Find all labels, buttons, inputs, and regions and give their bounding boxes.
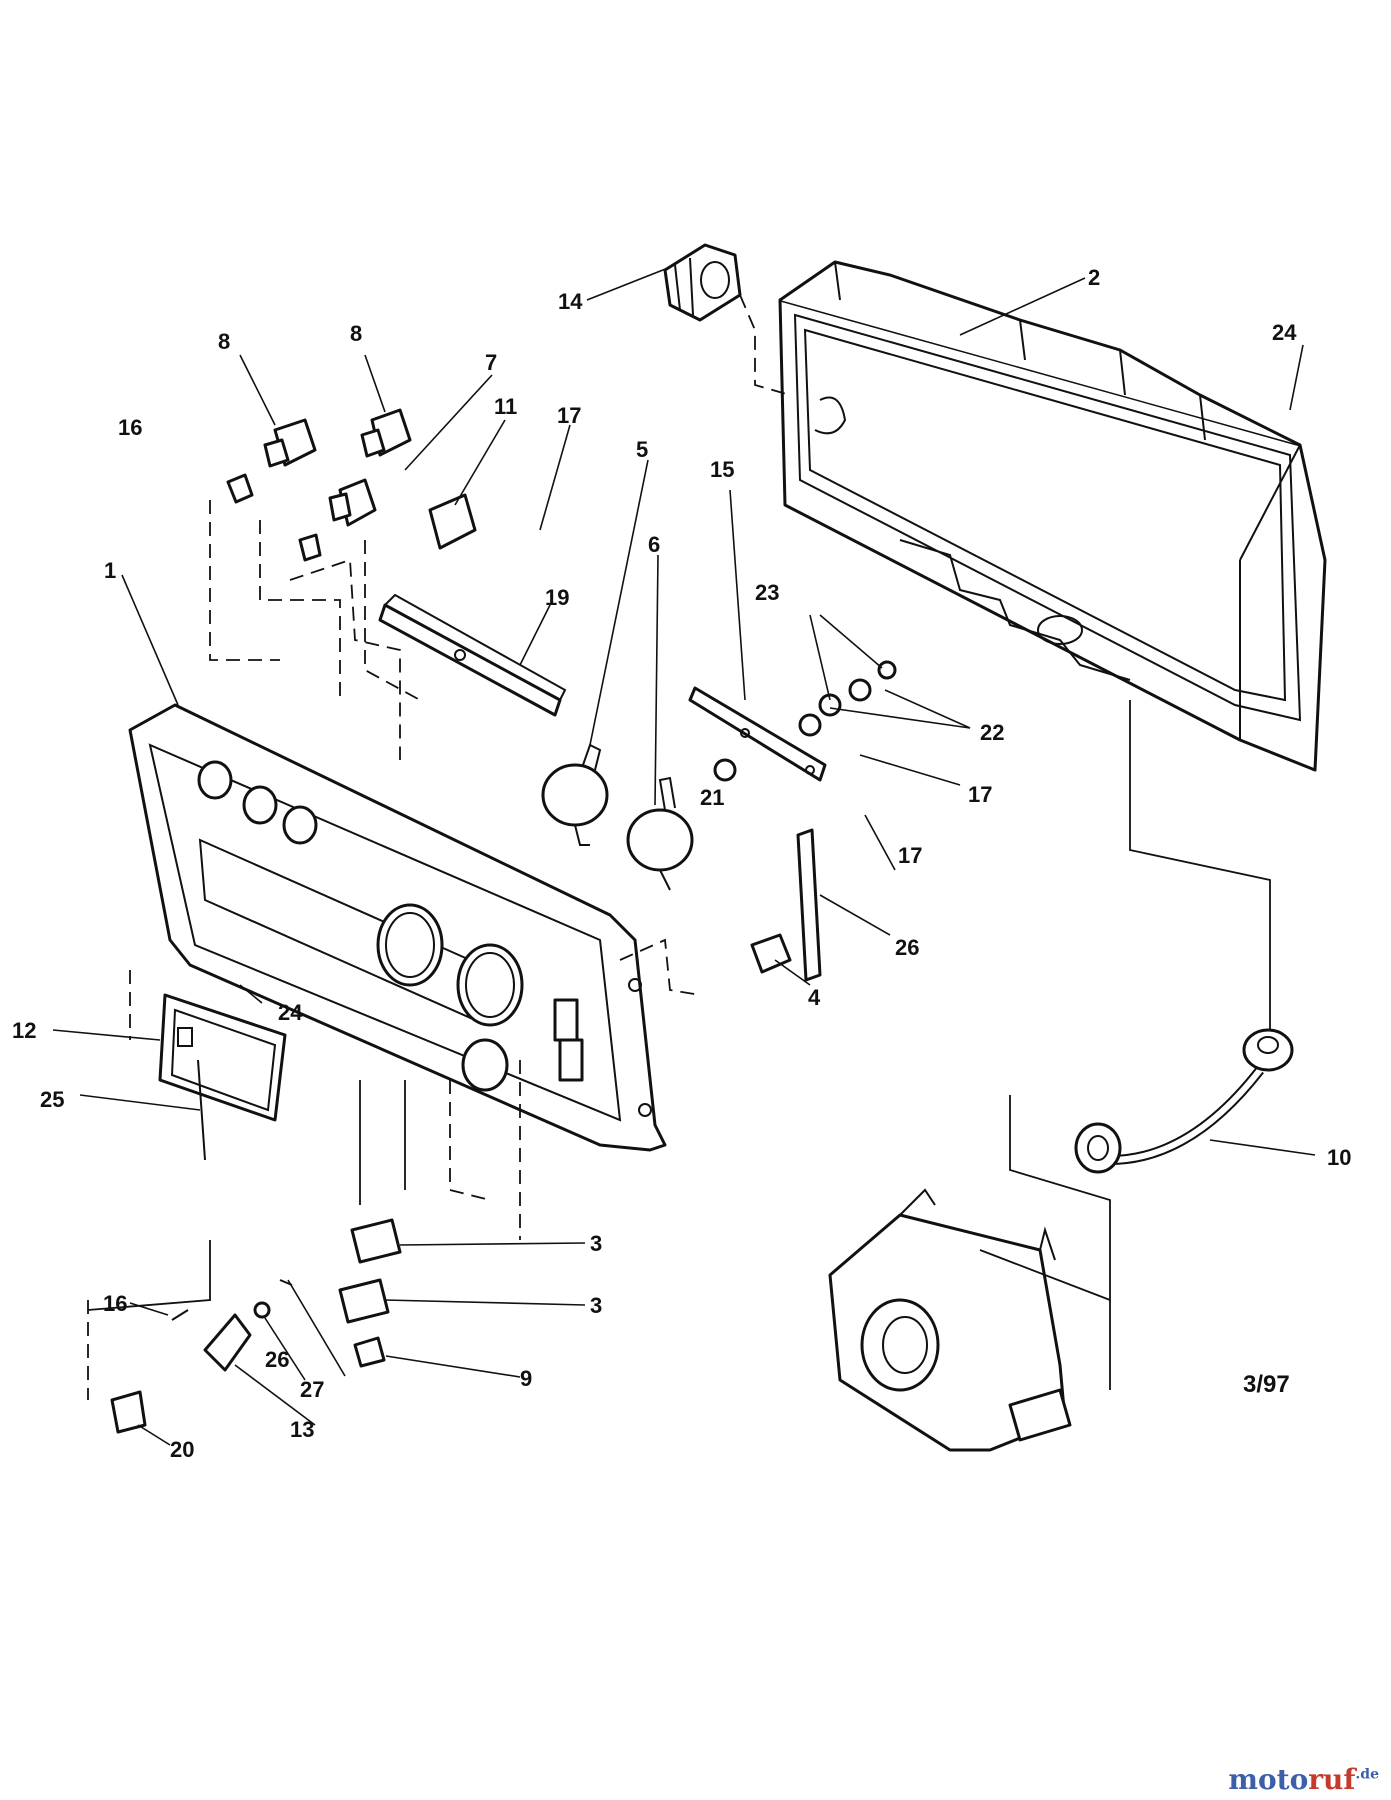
cord-part-10 <box>1074 1028 1294 1174</box>
callout-13: 13 <box>290 1417 314 1442</box>
callout-10: 10 <box>1327 1145 1351 1170</box>
callout-9: 9 <box>520 1366 532 1391</box>
callout-25: 25 <box>40 1087 64 1112</box>
callout-26a: 26 <box>895 935 919 960</box>
front-panel <box>128 703 667 1152</box>
callout-17a: 17 <box>557 403 581 428</box>
callout-20: 20 <box>170 1437 194 1462</box>
part-26-bracket <box>796 828 822 982</box>
bracket-part-19 <box>378 593 567 717</box>
switch-parts <box>226 408 412 562</box>
watermark-part-1: moto <box>1228 1763 1309 1796</box>
ground-hardware <box>110 1279 293 1434</box>
callout-23: 23 <box>755 580 779 605</box>
callout-6: 6 <box>648 532 660 557</box>
breaker-part-6 <box>626 776 694 891</box>
callout-5: 5 <box>636 437 648 462</box>
callout-3b: 3 <box>590 1293 602 1318</box>
callout-2: 2 <box>1088 265 1100 290</box>
relay-part-11 <box>428 493 477 550</box>
callout-7: 7 <box>485 350 497 375</box>
part-9 <box>353 1336 386 1368</box>
callout-8b: 8 <box>350 321 362 346</box>
engine-cover <box>828 1188 1072 1452</box>
date-stamp: 3/97 <box>1243 1371 1290 1398</box>
callout-14: 14 <box>558 289 583 314</box>
hardware-parts <box>713 660 897 782</box>
callout-15: 15 <box>710 457 734 482</box>
part-4-block <box>750 933 792 974</box>
callout-17b: 17 <box>968 782 992 807</box>
leader-lines <box>52 267 1316 1446</box>
callout-4: 4 <box>808 985 821 1010</box>
breaker-part-5 <box>541 743 609 846</box>
callout-16b: 16 <box>103 1291 127 1316</box>
callout-24b: 24 <box>278 1000 303 1025</box>
rear-housing <box>778 260 1327 772</box>
grommet-part-14 <box>663 243 742 322</box>
watermark-part-3: .de <box>1355 1766 1379 1783</box>
callout-24a: 24 <box>1272 320 1297 345</box>
callout-16a: 16 <box>118 415 142 440</box>
strap-part-15 <box>688 686 827 782</box>
callout-1: 1 <box>104 558 116 583</box>
callout-labels: 1 2 3 3 4 5 6 7 8 8 9 10 11 12 13 14 15 … <box>12 265 1351 1462</box>
callout-3a: 3 <box>590 1231 602 1256</box>
watermark-part-2: ruf <box>1308 1763 1356 1796</box>
callout-22: 22 <box>980 720 1004 745</box>
callout-26b: 26 <box>265 1347 289 1372</box>
callout-27: 27 <box>300 1377 324 1402</box>
receptacle-parts-3 <box>338 1218 402 1324</box>
callout-21: 21 <box>700 785 724 810</box>
callout-12: 12 <box>12 1018 36 1043</box>
assembly-lines <box>87 294 1271 1400</box>
callout-19: 19 <box>545 585 569 610</box>
callout-17c: 17 <box>898 843 922 868</box>
callout-8a: 8 <box>218 329 230 354</box>
callout-11: 11 <box>494 394 517 419</box>
watermark-logo: motoruf.de <box>1228 1763 1379 1796</box>
plate-part-12 <box>158 993 287 1161</box>
